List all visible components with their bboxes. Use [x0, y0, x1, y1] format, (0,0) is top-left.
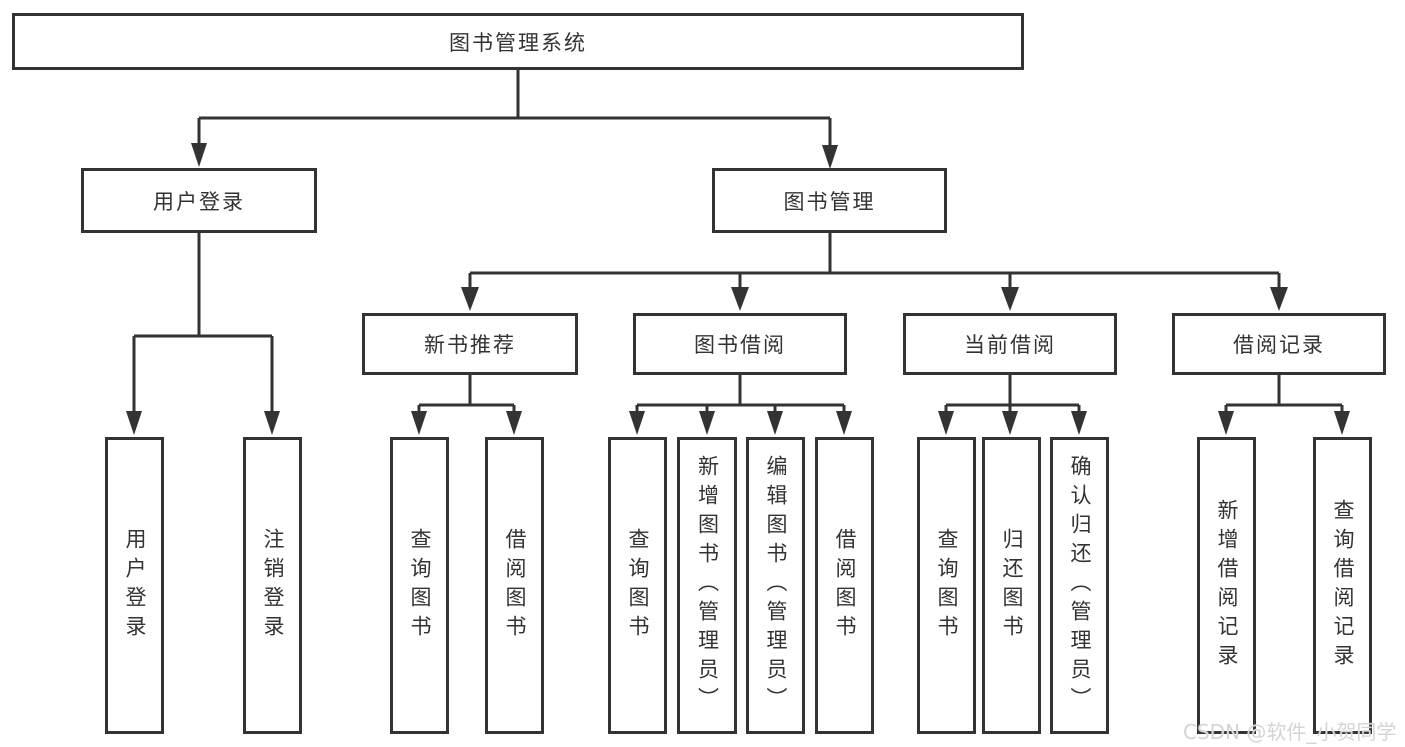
node-borrow-records-label: 借阅记录 [1233, 333, 1325, 357]
leaf-confirm-return-admin: 确认归还（管理员） [1050, 437, 1109, 734]
leaf-query-books-borrow: 查询图书 [608, 437, 667, 734]
node-book-borrow-label: 图书借阅 [694, 333, 786, 357]
node-book-management-label: 图书管理 [783, 189, 876, 214]
leaf-query-books-current: 查询图书 [917, 437, 976, 734]
node-root-label: 图书管理系统 [449, 30, 587, 55]
node-new-book-recommend-label: 新书推荐 [424, 333, 516, 357]
leaf-add-book-admin: 新增图书（管理员） [677, 437, 737, 734]
node-book-management: 图书管理 [712, 168, 947, 233]
leaf-return-book: 归还图书 [982, 437, 1041, 734]
leaf-user-login: 用户登录 [105, 437, 164, 734]
node-book-borrow: 图书借阅 [633, 313, 847, 375]
node-user-login-label: 用户登录 [153, 189, 245, 214]
node-user-login: 用户登录 [81, 168, 317, 233]
leaf-borrow-books: 借阅图书 [815, 437, 874, 734]
leaf-query-books-recommend: 查询图书 [390, 437, 449, 734]
leaf-edit-book-admin: 编辑图书（管理员） [746, 437, 805, 734]
node-root: 图书管理系统 [12, 13, 1024, 70]
node-new-book-recommend: 新书推荐 [362, 313, 578, 375]
watermark: CSDN @软件_小贺同学 [1183, 720, 1397, 744]
leaf-query-borrow-record: 查询借阅记录 [1313, 437, 1372, 734]
leaf-add-borrow-record: 新增借阅记录 [1197, 437, 1256, 734]
node-current-borrow-label: 当前借阅 [964, 333, 1056, 357]
leaf-logout: 注销登录 [243, 437, 302, 734]
node-current-borrow: 当前借阅 [903, 313, 1117, 375]
leaf-borrow-books-recommend: 借阅图书 [485, 437, 544, 734]
node-borrow-records: 借阅记录 [1172, 313, 1386, 375]
